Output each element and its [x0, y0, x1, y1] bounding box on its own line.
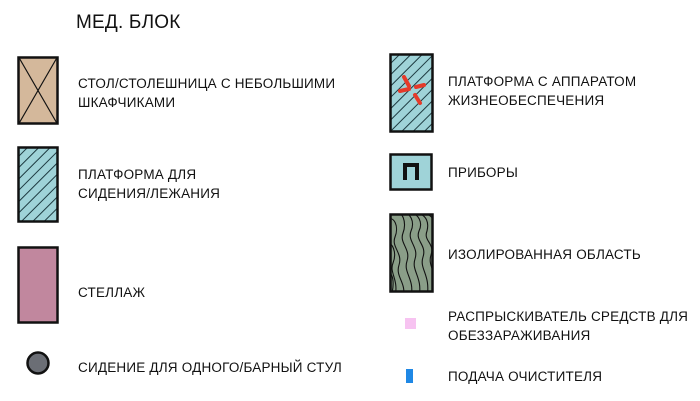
table-legend-item	[17, 56, 59, 125]
instruments-legend-item	[389, 153, 433, 191]
seat-circle-icon	[26, 351, 50, 375]
seat-label: СИДЕНИЕ ДЛЯ ОДНОГО/БАРНЫЙ СТУЛ	[78, 360, 342, 375]
cleaner-label: ПОДАЧА ОЧИСТИТЕЛЯ	[448, 369, 603, 384]
sprayer-label: РАСПРЫСКИВАТЕЛЬ СРЕДСТВ ДЛЯ ОБЕЗЗАРАЖИВА…	[448, 309, 689, 343]
hatched-platform-icon	[17, 146, 59, 223]
rack-label: СТЕЛЛАЖ	[78, 285, 146, 300]
table-icon	[17, 56, 59, 125]
table-label: СТОЛ/СТОЛЕШНИЦА С НЕБОЛЬШИМИ ШКАФЧИКАМИ	[78, 76, 336, 110]
life-support-legend-item	[389, 53, 434, 133]
sprayer-legend-item	[405, 318, 416, 329]
isolated-area-icon	[389, 213, 434, 293]
life-support-platform-icon	[389, 53, 434, 133]
life-support-label: ПЛАТФОРМА С АППАРАТОМ ЖИЗНЕОБЕСПЕЧЕНИЯ	[448, 74, 637, 108]
isolated-label: ИЗОЛИРОВАННАЯ ОБЛАСТЬ	[448, 247, 641, 262]
instruments-label: ПРИБОРЫ	[448, 165, 518, 180]
rack-icon	[17, 246, 59, 324]
platform-legend-item	[17, 146, 59, 223]
legend-title: МЕД. БЛОК	[76, 12, 181, 33]
cleaner-legend-item	[406, 369, 414, 383]
instruments-icon	[389, 153, 433, 191]
platform-label: ПЛАТФОРМА ДЛЯ СИДЕНИЯ/ЛЕЖАНИЯ	[78, 167, 221, 201]
sprayer-dot-icon	[405, 318, 416, 329]
seat-legend-item	[26, 351, 50, 375]
isolated-legend-item	[389, 213, 434, 293]
rack-legend-item	[17, 246, 59, 324]
cleaner-supply-icon	[406, 369, 413, 383]
